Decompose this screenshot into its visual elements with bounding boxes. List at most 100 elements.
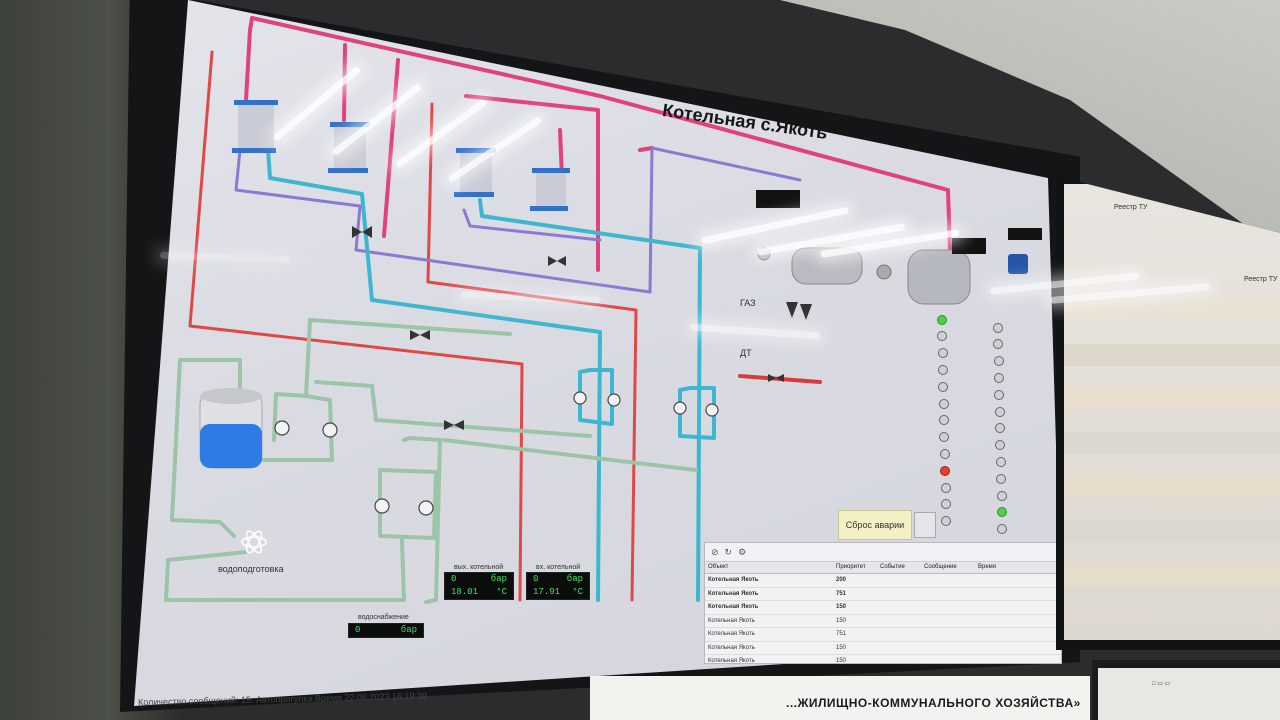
pressure-value: 0 [451, 574, 457, 584]
status-lamp-icon [994, 389, 1005, 400]
cell-flag [783, 615, 833, 628]
column-flag[interactable] [783, 562, 833, 573]
alarm-indicator [994, 404, 1005, 419]
cell [975, 615, 1027, 628]
cell-flag [783, 642, 833, 655]
water-treatment-icon [241, 530, 267, 554]
browser-tab[interactable]: Реестр ТУ [1114, 204, 1148, 211]
third-monitor-tab: □ ▭ ▭ [1152, 681, 1171, 687]
cell [877, 588, 921, 601]
temperature-value: 18.01 [451, 587, 479, 597]
filter-icon[interactable]: ⊘ [711, 546, 719, 557]
alarm-indicator [995, 454, 1006, 469]
column-object[interactable]: Объект [708, 564, 729, 570]
list-item[interactable] [1064, 388, 1280, 410]
cell [877, 655, 921, 663]
alarm-indicator [994, 387, 1005, 402]
status-lamp-icon [940, 482, 951, 493]
second-monitor: Реестр ТУ Реестр ТУ [1056, 176, 1280, 650]
column-time[interactable]: Время [978, 564, 997, 570]
green-pipes [164, 318, 698, 604]
pressure-unit: бар [400, 625, 417, 635]
cell [921, 588, 975, 601]
status-lamp-icon [996, 473, 1007, 484]
alarm-indicator [940, 463, 951, 478]
alarm-indicator [940, 497, 951, 512]
alarm-indicator [994, 370, 1005, 385]
refresh-icon[interactable]: ↻ [724, 546, 733, 557]
status-lamp-icon [941, 516, 952, 527]
readout-caption: вых. котельной [454, 564, 504, 571]
alarm-indicator [939, 446, 950, 461]
column-priority[interactable]: Приоритет [836, 564, 866, 570]
cell [975, 642, 1027, 655]
status-lamp-icon [939, 432, 950, 443]
water-tank [199, 388, 263, 469]
cell-object: Котельная Якоть [708, 631, 755, 637]
valves [352, 226, 812, 430]
status-lamp-icon [940, 499, 951, 510]
list-item[interactable] [1064, 476, 1280, 498]
status-lamp-icon [938, 398, 949, 409]
list-item[interactable] [1064, 564, 1280, 586]
settings-icon[interactable]: ⚙ [738, 546, 747, 557]
cell [877, 628, 921, 641]
alarm-indicator [938, 379, 949, 394]
alarm-indicator [939, 413, 950, 428]
status-lamp-icon [937, 314, 947, 325]
alarm-indicator [996, 488, 1007, 503]
list-item[interactable] [1064, 344, 1280, 366]
third-monitor: □ ▭ ▭ [1092, 660, 1280, 720]
cell-flag [783, 574, 833, 587]
cell-flag [783, 601, 833, 614]
secondary-button[interactable] [914, 512, 936, 538]
list-item[interactable] [1064, 300, 1280, 322]
cell-priority: 150 [836, 658, 847, 664]
pressure-value: 0 [355, 625, 361, 635]
temperature-unit: °C [496, 587, 507, 597]
second-monitor-screen: Реестр ТУ Реестр ТУ [1064, 184, 1280, 640]
cell-flag [783, 628, 833, 641]
table-header: Объект Приоритет Событие Сообщение Время [705, 562, 1061, 574]
status-lamp-icon [938, 364, 949, 375]
cell-priority: 150 [836, 644, 847, 651]
status-lamp-icon [940, 465, 951, 476]
column-message[interactable]: Сообщение [924, 564, 957, 570]
list-item[interactable] [1064, 520, 1280, 542]
status-lamp-icon [993, 322, 1003, 333]
status-lamp-icon [937, 331, 948, 342]
cell [921, 628, 975, 641]
boilers [757, 247, 971, 305]
alarm-indicator [993, 354, 1004, 369]
status-lamp-icon [995, 440, 1006, 451]
alarm-indicator [937, 329, 948, 344]
cell [921, 574, 975, 587]
alarm-indicator [997, 522, 1008, 537]
alarm-reset-button[interactable]: Сброс аварии [838, 510, 912, 540]
status-lamp-icon [996, 507, 1007, 518]
temperature-value: 17.91 [533, 587, 561, 597]
alarm-indicator [937, 312, 947, 327]
column-event[interactable]: Событие [880, 564, 905, 570]
pumps [274, 391, 719, 516]
list-item[interactable] [1064, 432, 1280, 454]
water-supply-readout: 0 бар [348, 623, 424, 638]
status-lamp-icon [937, 348, 948, 359]
supply-pipes [244, 16, 952, 272]
pressure-unit: бар [566, 574, 583, 584]
status-lamp-icon [996, 490, 1007, 501]
pressure-value: 0 [533, 574, 539, 584]
alarm-indicator [995, 438, 1006, 453]
cell [975, 655, 1027, 663]
